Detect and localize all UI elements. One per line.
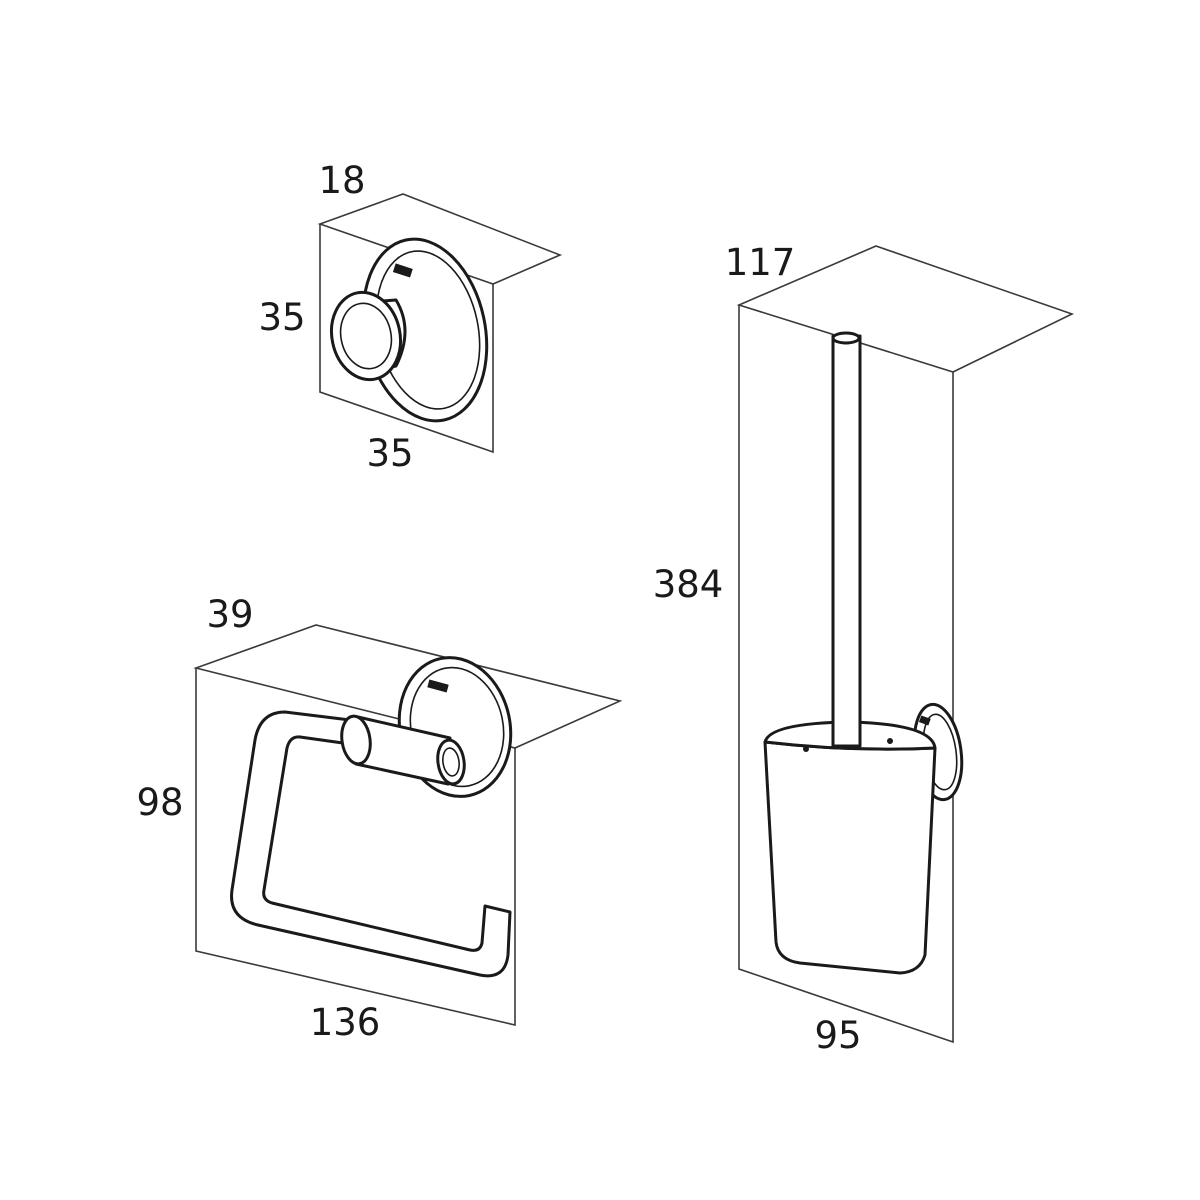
roll-holder-height-label: 98	[136, 781, 183, 824]
hook-width-label: 35	[366, 432, 413, 475]
roll-holder-product: 39 98 136	[136, 593, 623, 1044]
brush-set-drawing	[763, 331, 964, 975]
roll-holder-depth-label: 39	[206, 593, 253, 636]
hook-height-label: 35	[258, 296, 305, 339]
hook-product: 18 35 35	[258, 159, 563, 475]
brush-set-width-label: 95	[814, 1014, 861, 1057]
brush-set-depth-label: 117	[725, 241, 796, 284]
brush-set-height-label: 384	[653, 563, 724, 606]
roll-holder-width-label: 136	[310, 1001, 381, 1044]
roll-holder-drawing	[230, 656, 513, 978]
hook-depth-label: 18	[318, 159, 365, 202]
brush-set-bounding-box	[736, 245, 1075, 1044]
brush-set-product: 117 384 95	[653, 241, 1075, 1057]
hook-drawing	[330, 237, 489, 423]
